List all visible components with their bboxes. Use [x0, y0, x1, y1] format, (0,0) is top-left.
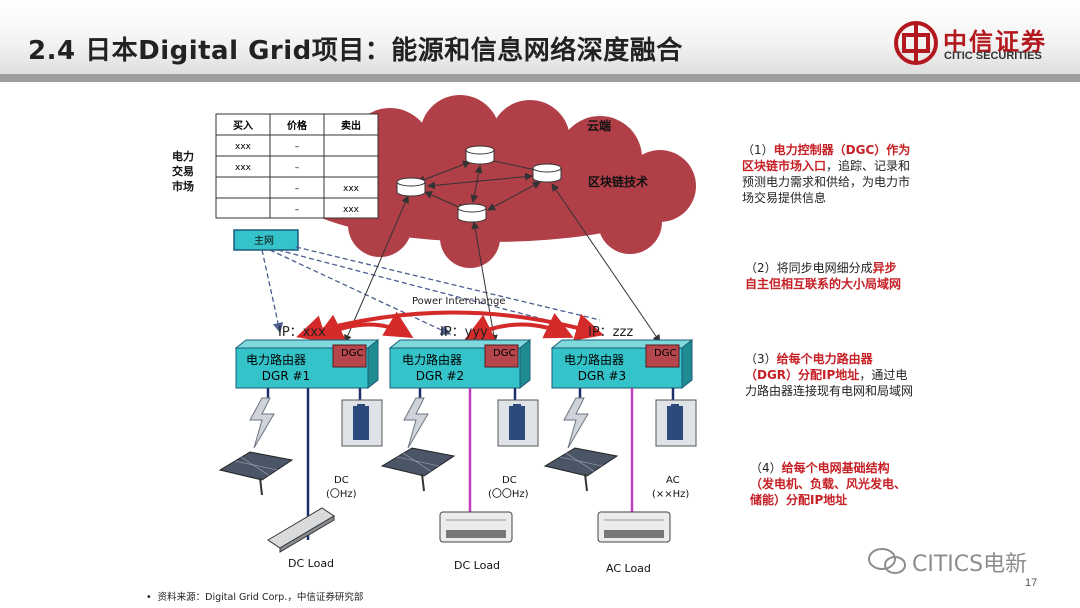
brand-logo: 中信证券 CITIC SECURITIES: [893, 20, 1053, 70]
market-label-line: 市场: [172, 179, 194, 193]
note-1: （1）电力控制器（DGC）作为区块链市场入口，追踪、记录和预测电力需求和供给，为…: [742, 142, 912, 206]
ip-label: IP：zzz: [588, 325, 633, 340]
table-cell: xxx: [343, 205, 360, 215]
router-dgr-1: 电力路由器 DGR #1 DGC: [234, 338, 380, 390]
note-rest: ，通过电力路由器连接现有电网和局域网: [745, 368, 914, 398]
load-label: DC Load: [454, 559, 500, 572]
table-cell: xxx: [235, 142, 252, 152]
load-label: AC Load: [606, 562, 651, 575]
solar-panel-icon: [218, 451, 294, 496]
cloud-label: 云端: [587, 118, 611, 133]
table-cell: –: [295, 184, 300, 194]
blockchain-node: [532, 163, 562, 183]
ip-label: IP：yyy: [440, 325, 488, 340]
table-cell: –: [295, 163, 300, 173]
branch-type: AC: [666, 475, 680, 486]
power-interchange-label: Power Interchange: [412, 296, 505, 307]
table-header: 买入: [233, 120, 253, 132]
market-label-line: 交易: [172, 164, 194, 178]
lightning-icon: [403, 397, 429, 449]
header-divider: [0, 74, 1080, 82]
wechat-icon: [868, 548, 906, 574]
load-label: DC Load: [288, 557, 334, 570]
lightning-icon: [249, 397, 275, 449]
battery-icon: [497, 399, 539, 447]
header-background: [0, 0, 1080, 78]
note-prefix: （1）: [742, 143, 774, 157]
dgc-label: DGC: [493, 348, 515, 359]
note-highlight: 异步自主但相互联系的大小局域网: [745, 261, 902, 291]
main-grid-box: [233, 229, 299, 251]
router-name: 电力路由器: [402, 352, 462, 367]
note-2: （2）将同步电网细分成异步自主但相互联系的大小局域网: [745, 260, 907, 292]
note-prefix: （4）: [750, 461, 782, 475]
router-name: 电力路由器: [246, 352, 306, 367]
air-conditioner-icon: [439, 511, 513, 543]
note-highlight: 给每个电网基础结构（发电机、负载、风光发电、储能）分配IP地址: [750, 461, 907, 507]
main-grid-label: 主网: [254, 235, 274, 247]
citic-logo-icon: [894, 21, 938, 65]
branch-type: DC: [502, 475, 517, 486]
dgc-box: [484, 344, 519, 368]
trade-table: 买入 价格 卖出 xxx – xxx – – xxx – xxx: [215, 113, 379, 219]
table-cell: –: [295, 142, 300, 152]
dgc-box: [332, 344, 367, 368]
router-id: DGR #3: [578, 369, 626, 383]
blockchain-label: 区块链技术: [588, 174, 648, 189]
air-conditioner-icon: [597, 511, 671, 543]
table-cell: xxx: [343, 184, 360, 194]
note-3: （3）给每个电力路由器（DGR）分配IP地址，通过电力路由器连接现有电网和局域网: [745, 351, 915, 399]
source-text: 资料来源：Digital Grid Corp.，中信证券研究部: [157, 592, 364, 603]
table-header: 卖出: [341, 119, 361, 132]
router-id: DGR #1: [262, 369, 310, 383]
note-highlight: 给每个电力路由器（DGR）分配IP地址: [745, 352, 873, 382]
router-id: DGR #2: [416, 369, 464, 383]
router-name: 电力路由器: [564, 352, 624, 367]
branch-frequency: (〇〇Hz): [488, 488, 529, 500]
solar-panel-icon: [380, 447, 456, 492]
dc-load-strip-icon: [267, 507, 335, 553]
blockchain-node: [457, 203, 487, 223]
note-highlight: 电力控制器（DGC）作为区块链市场入口: [742, 143, 911, 173]
blockchain-node: [465, 145, 495, 165]
battery-icon: [655, 399, 697, 447]
battery-icon: [341, 399, 383, 447]
page-number: 17: [1025, 577, 1038, 589]
dgc-box: [645, 344, 680, 368]
table-cell: –: [295, 205, 300, 215]
note-prefix: （3）: [745, 352, 777, 366]
router-dgr-2: 电力路由器 DGR #2 DGC: [388, 338, 532, 390]
branch-frequency: (××Hz): [652, 489, 689, 500]
blockchain-node: [396, 177, 426, 197]
table-header: 价格: [287, 119, 308, 132]
logo-name: 中信证券: [943, 28, 1047, 56]
lightning-icon: [563, 397, 589, 449]
table-cell: xxx: [235, 163, 252, 173]
watermark-text: CITICS电新: [912, 552, 1028, 577]
solar-panel-icon: [543, 447, 619, 492]
logo-english: CITIC SECURITIES: [944, 50, 1042, 62]
ip-label: IP：xxx: [278, 325, 326, 340]
dgc-label: DGC: [654, 348, 676, 359]
note-prefix: （2）将同步电网细分成: [745, 261, 873, 275]
dgc-label: DGC: [341, 348, 363, 359]
note-rest: ，追踪、记录和预测电力需求和供给，为电力市场交易提供信息: [742, 159, 911, 205]
market-label-line: 电力: [172, 149, 194, 163]
branch-frequency: (〇Hz): [326, 488, 357, 500]
branch-type: DC: [334, 475, 349, 486]
page-title: 2.4 日本Digital Grid项目：能源和信息网络深度融合: [28, 36, 683, 66]
source-note: • 资料来源：Digital Grid Corp.，中信证券研究部: [146, 592, 364, 603]
router-dgr-3: 电力路由器 DGR #3 DGC: [550, 338, 694, 390]
note-4: （4）给每个电网基础结构（发电机、负载、风光发电、储能）分配IP地址: [750, 460, 912, 508]
